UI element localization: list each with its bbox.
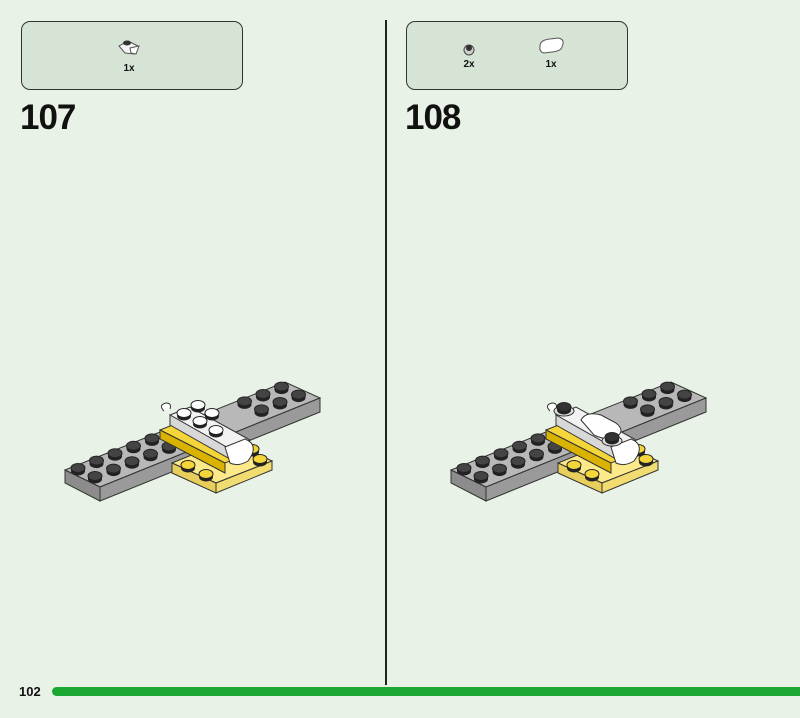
stud (493, 448, 509, 459)
stud (456, 463, 472, 473)
stud (70, 463, 86, 473)
stud (623, 396, 638, 407)
stud (272, 397, 288, 407)
stud (566, 460, 582, 470)
part-quantity: 2x (463, 59, 475, 70)
white-round-tip (224, 438, 254, 466)
stud (512, 440, 527, 451)
yellow-plate-side (545, 429, 612, 474)
stud (208, 425, 224, 435)
stud (144, 433, 160, 444)
stud (658, 397, 674, 407)
round-tile-icon (539, 37, 564, 54)
stud (641, 389, 657, 399)
parts-callout-step-108: 2x 1x (406, 21, 628, 90)
step-number: 108 (405, 98, 461, 137)
stud (204, 408, 220, 418)
stud (192, 416, 208, 426)
stud (529, 448, 544, 459)
stud (677, 389, 692, 400)
stud (198, 469, 214, 479)
stud (640, 404, 655, 415)
stud (180, 460, 196, 470)
stud (584, 469, 600, 479)
page-number: 102 (19, 684, 41, 699)
stud (556, 402, 572, 412)
white-clip (160, 402, 171, 412)
part-item: 1x (114, 36, 144, 74)
stud (291, 389, 306, 400)
stud (126, 440, 141, 451)
part-item: 2x (457, 42, 481, 70)
parts-callout-step-107: 1x (21, 21, 243, 90)
light-yellow-plate-front (601, 460, 659, 494)
stud (107, 448, 123, 459)
stud (190, 400, 206, 410)
stud (143, 448, 158, 459)
stud (255, 389, 271, 399)
stud (473, 471, 489, 481)
progress-bar (52, 687, 800, 696)
yellow-plate-side (159, 429, 226, 474)
part-item: 1x (535, 36, 567, 70)
round-plate-icon (463, 44, 475, 56)
stud (237, 396, 252, 407)
stud (660, 381, 675, 392)
stud (176, 408, 192, 418)
plate-with-clip-icon (118, 40, 140, 55)
stud (87, 471, 103, 481)
stud (124, 456, 140, 467)
stud (530, 433, 546, 444)
stud (475, 455, 490, 466)
stud (638, 454, 654, 464)
stud (604, 432, 620, 442)
stud (254, 404, 269, 415)
stud (89, 455, 104, 466)
stud (492, 463, 507, 474)
stud (510, 456, 526, 467)
light-yellow-plate-front (215, 460, 273, 494)
build-model-step-107 (63, 381, 322, 502)
step-number: 107 (20, 98, 76, 137)
stud (274, 381, 289, 392)
build-model-step-108 (449, 381, 708, 502)
stud (252, 454, 268, 464)
part-quantity: 1x (545, 59, 557, 70)
step-divider (385, 20, 387, 685)
stud (106, 463, 121, 474)
part-quantity: 1x (123, 63, 135, 74)
